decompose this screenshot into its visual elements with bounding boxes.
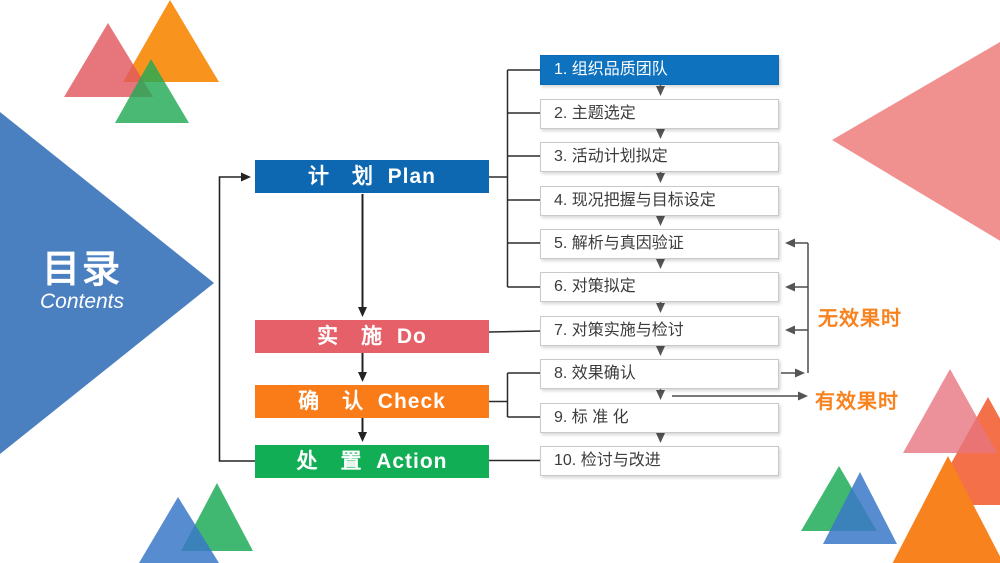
step-10-box: 10. 检讨与改进 <box>540 446 779 476</box>
triangle-bottomright-orange <box>892 456 1000 563</box>
pdca-check-box: 确 认 Check <box>255 385 489 418</box>
pdca-action-box: 处 置 Action <box>255 445 489 478</box>
step-5-box: 5. 解析与真因验证 <box>540 229 779 259</box>
step-7-box: 7. 对策实施与检讨 <box>540 316 779 346</box>
page-title: 目录 <box>41 249 122 291</box>
triangle-topleft-red <box>64 23 153 97</box>
no-effect-bracket <box>781 238 809 378</box>
do-connector <box>488 330 542 333</box>
contents-triangle <box>0 112 214 454</box>
step-6-box: 6. 对策拟定 <box>540 272 779 302</box>
step-3-box: 3. 活动计划拟定 <box>540 142 779 172</box>
effect-label: 有效果时 <box>815 391 899 413</box>
triangle-topleft-green <box>115 59 189 123</box>
step-9-box: 9. 标 准 化 <box>540 403 779 433</box>
loop-action-to-plan <box>218 172 255 462</box>
pdca-do-box: 实 施 Do <box>255 320 489 353</box>
step-4-box: 4. 现况把握与目标设定 <box>540 186 779 216</box>
step-1-box: 1. 组织品质团队 <box>540 55 779 85</box>
pdca-plan-box: 计 划 Plan <box>255 160 489 193</box>
triangle-right-salmon <box>832 42 1000 241</box>
triangle-bottomleft-blue <box>139 497 219 563</box>
page-subtitle: Contents <box>39 290 125 313</box>
plan-bracket <box>489 69 541 288</box>
no-effect-label: 无效果时 <box>818 308 902 330</box>
step-2-box: 2. 主题选定 <box>540 99 779 129</box>
step-8-box: 8. 效果确认 <box>540 359 779 389</box>
triangle-bottomright-pink <box>903 369 997 453</box>
check-bracket <box>489 372 541 418</box>
triangle-topleft-orange <box>123 0 219 82</box>
triangle-bottomright-blue <box>823 472 897 544</box>
